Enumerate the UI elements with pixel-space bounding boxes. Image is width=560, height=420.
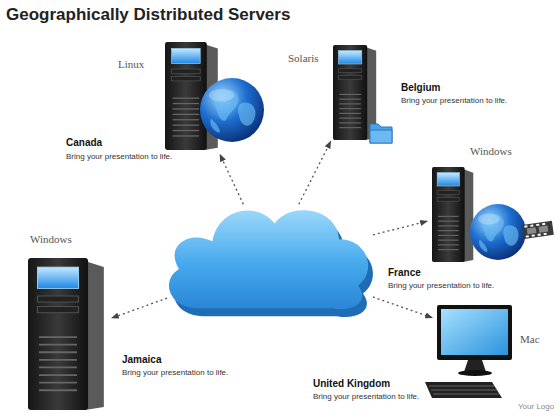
network-link [220,155,243,205]
server-tower [28,258,104,410]
location-description: Bring your presentation to life. [313,393,419,402]
os-label: Solaris [288,52,319,64]
network-link [373,297,432,318]
os-label: Windows [30,233,72,245]
folder-icon [370,124,392,143]
location-description: Bring your presentation to life. [401,97,507,106]
location-name: France [388,267,421,278]
server-node: WindowsJamaicaBring your presentation to… [28,258,107,410]
location-description: Bring your presentation to life. [122,369,228,378]
monitor-icon [437,305,512,376]
server-node: SolarisBelgiumBring your presentation to… [333,45,378,140]
os-label: Windows [470,145,512,157]
location-description: Bring your presentation to life. [66,153,172,162]
location-description: Bring your presentation to life. [388,282,494,291]
network-link [373,221,427,235]
os-label: Mac [520,333,540,345]
cloud-shape [155,192,385,330]
globe-icon [470,204,526,260]
keyboard-icon [425,382,502,398]
globe-icon [200,78,264,142]
server-node: WindowsFranceBring your presentation to … [432,167,475,262]
diagram-title: Geographically Distributed Servers [6,5,290,25]
network-link [299,141,331,204]
location-name: United Kingdom [313,378,390,389]
cloud-face [169,210,368,309]
location-name: Jamaica [122,354,161,365]
film-strip-icon [522,221,554,239]
server-node: MacUnited KingdomBring your presentation… [437,305,512,360]
network-link [112,298,167,318]
server-node: LinuxCanadaBring your presentation to li… [165,42,220,150]
cloud-outline [155,192,385,330]
server-tower [432,167,473,262]
os-label: Linux [118,58,144,70]
location-name: Belgium [401,82,440,93]
logo-watermark: Your Logo [518,402,554,411]
location-name: Canada [66,137,102,148]
